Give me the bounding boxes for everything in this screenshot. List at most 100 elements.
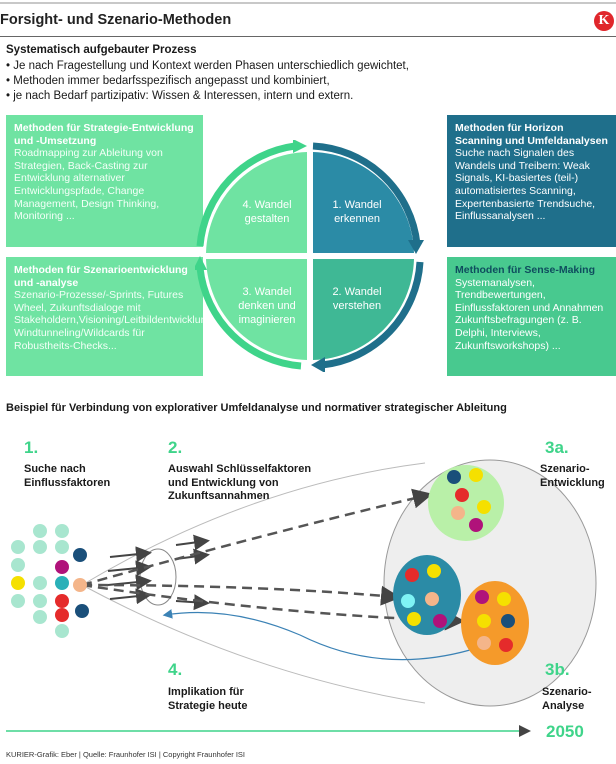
factor-dot [433, 614, 447, 628]
factor-dot [33, 524, 47, 538]
cycle-label: 1. Wandel [332, 199, 381, 211]
dashed-arrow-to-scenario [81, 488, 433, 587]
factor-dot [405, 568, 419, 582]
cycle-label: erkennen [334, 213, 380, 225]
box-heading: Methoden für Szenarioentwicklung und -an… [14, 264, 188, 289]
title-divider [0, 36, 616, 37]
factor-arrow [109, 546, 152, 563]
dashed-arrow-to-scenario [81, 583, 401, 606]
box-strategy-methods: Methoden für Strategie-Entwicklung und -… [6, 115, 203, 247]
factor-dot-group [11, 468, 515, 652]
box-body: Suche nach Signalen des Wandels und Trei… [455, 147, 596, 223]
factor-dot [469, 518, 483, 532]
cycle-label: imaginieren [239, 314, 296, 326]
factor-dot [477, 636, 491, 650]
step-label-line: Analyse [542, 699, 585, 712]
step-3a-label: Szenario- Entwicklung [540, 463, 605, 490]
factor-dot [475, 590, 489, 604]
factor-dot [11, 558, 25, 572]
scenario-blob-green [428, 465, 504, 541]
factor-dot [499, 638, 513, 652]
step-4-label: Implikation für Strategie heute [168, 686, 247, 713]
footer-credits: KURIER-Grafik: Eber | Quelle: Fraunhofer… [6, 750, 245, 759]
cycle-label: verstehen [333, 300, 381, 312]
factor-dot [33, 540, 47, 554]
example-heading: Beispiel für Verbindung von explorativer… [6, 402, 507, 414]
box-sense-making-methods: Methoden für Sense-Making Systemanalysen… [447, 257, 616, 376]
intro-subtitle: Systematisch aufgebauter Prozess [6, 44, 197, 56]
step-label-line: Entwicklung [540, 476, 605, 489]
step-2-number: 2. [168, 438, 183, 457]
factor-dot [73, 548, 87, 562]
funnel-bottom-line [81, 584, 426, 704]
box-body: Systemanalysen, Trendbewertungen, Einflu… [455, 276, 604, 352]
factor-dot [477, 500, 491, 514]
factor-dot [469, 468, 483, 482]
cycle-label: denken und [238, 300, 296, 312]
factor-dot [73, 578, 87, 592]
box-body: Roadmapping zur Ableitung von Strategien… [14, 147, 163, 223]
cycle-label: 4. Wandel [242, 199, 291, 211]
factor-dot [401, 594, 415, 608]
factor-dot [447, 470, 461, 484]
top-border [0, 2, 616, 4]
step-label-line: Strategie heute [168, 699, 248, 712]
factor-dot [55, 576, 69, 590]
step-label-line: und Entwicklung von [168, 476, 279, 489]
factor-dot [55, 524, 69, 538]
dashed-arrow-to-scenario [81, 583, 465, 631]
factor-dot [55, 540, 69, 554]
step-3b-number: 3b. [545, 660, 570, 679]
intro-bullet-list: Je nach Fragestellung und Kontext werden… [6, 59, 409, 105]
quadrant-2-understand [313, 259, 414, 360]
factor-dot [11, 576, 25, 590]
target-year: 2050 [546, 722, 584, 741]
factor-dot [455, 488, 469, 502]
factor-dot [11, 594, 25, 608]
box-scenario-methods: Methoden für Szenarioentwicklung und -an… [6, 257, 203, 376]
quadrant-3-imagine [206, 259, 307, 360]
arrow-arc-4 [196, 142, 296, 247]
scenario-funnel-diagram [6, 459, 597, 737]
kurier-logo: K [594, 11, 614, 31]
page-title: Forsight- und Szenario-Methoden [0, 12, 232, 28]
step-1-number: 1. [24, 438, 39, 457]
step-label-line: Suche nach [24, 463, 86, 475]
box-heading: Methoden für Horizon Scanning und Umfeld… [455, 122, 608, 147]
feedback-arrow [162, 609, 471, 661]
step-3b-label: Szenario- Analyse [542, 686, 592, 713]
step-4-number: 4. [168, 660, 183, 679]
factor-dot [407, 612, 421, 626]
factor-arrow [175, 534, 210, 551]
factor-dot [497, 592, 511, 606]
step-1-label: Suche nach Einflussfaktoren [24, 463, 110, 490]
phase-cycle-diagram: 1. Wandel erkennen 2. Wandel verstehen 3… [195, 140, 424, 372]
factor-arrow [109, 588, 152, 605]
factor-dot [75, 604, 89, 618]
step-label-line: Auswahl Schlüsselfaktoren [168, 463, 312, 475]
factor-dot [33, 594, 47, 608]
intro-bullet: Je nach Fragestellung und Kontext werden… [6, 59, 409, 74]
intro-bullet: je nach Bedarf partizipativ: Wissen & In… [6, 89, 409, 104]
scenario-blob-orange [461, 581, 529, 665]
factor-arrow [175, 594, 210, 611]
factor-dot [33, 610, 47, 624]
arrowhead-3 [195, 256, 207, 270]
intro-bullet: Methoden immer bedarfsspezifisch angepas… [6, 74, 409, 89]
factor-arrow [107, 574, 152, 591]
arrowhead-4 [293, 140, 307, 153]
cycle-label: 3. Wandel [242, 286, 291, 298]
step-label-line: Implikation für [168, 686, 244, 698]
factor-dot [55, 624, 69, 638]
step-label-line: Einflussfaktoren [24, 476, 111, 489]
quadrant-4-shape [206, 152, 307, 253]
factor-dot [33, 576, 47, 590]
box-heading: Methoden für Strategie-Entwicklung und -… [14, 122, 194, 147]
factor-dot [425, 592, 439, 606]
step-label-line: Szenario- [540, 463, 590, 475]
factor-dot [55, 594, 69, 608]
factor-dot [427, 564, 441, 578]
funnel-top-line [81, 462, 426, 586]
factor-dot [451, 506, 465, 520]
cycle-label: gestalten [245, 213, 290, 225]
